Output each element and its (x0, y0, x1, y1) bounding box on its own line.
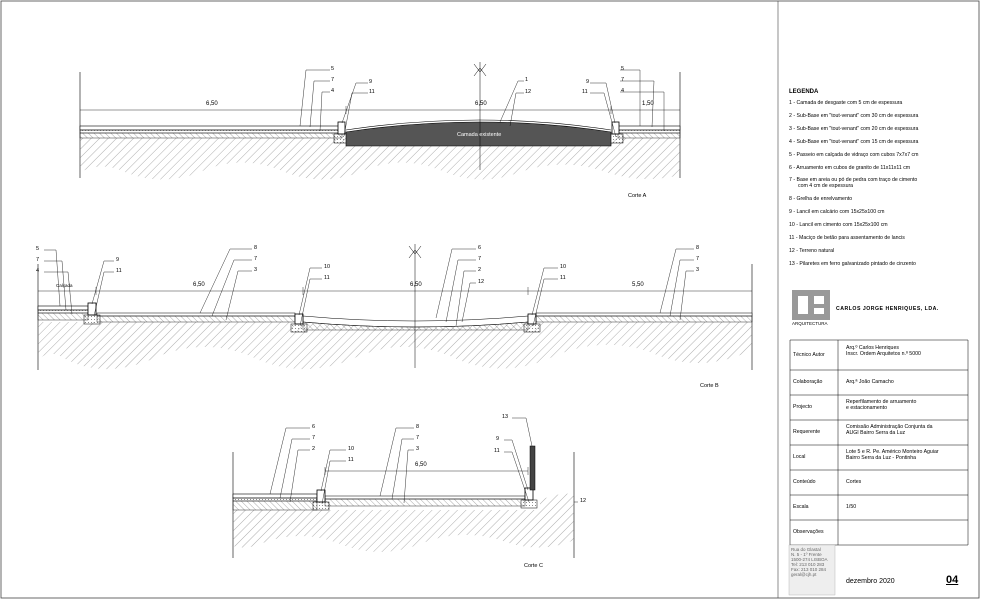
titleblock-grid (789, 339, 969, 546)
tb-label-conteudo: Conteúdo (793, 479, 816, 485)
callout-a-m3: 1 (525, 77, 529, 83)
callout-c-1: 6 (312, 424, 316, 430)
sheet-date: dezembro 2020 (846, 578, 895, 585)
callout-b-6: 8 (254, 245, 258, 251)
callout-b-17: 8 (696, 245, 700, 251)
section-b (37, 244, 753, 370)
legend-item: 13 - Pilaretes em ferro galvanizado pint… (789, 261, 916, 267)
callout-b-18: 7 (696, 256, 700, 262)
callout-b-15: 10 (560, 264, 567, 270)
legend-item: 7 - Base em areia ou pó de pedra com tra… (789, 177, 918, 183)
tb-label-local: Local (793, 454, 806, 460)
callout-a-m2: 11 (369, 89, 375, 95)
callout-b-3: 4 (36, 268, 40, 274)
dim-a-2: 6,50 (475, 101, 487, 107)
dim-a-3: 1,50 (642, 101, 654, 107)
callout-b-8: 3 (254, 267, 258, 273)
callout-a-l1: 5 (331, 66, 335, 72)
company-logo (792, 290, 830, 320)
callout-c-12: 12 (580, 498, 587, 504)
legend-item: 6 - Arruamento em cubos de granito de 11… (789, 165, 911, 171)
callout-c-2: 7 (312, 435, 316, 441)
callout-b-13: 2 (478, 267, 482, 273)
company-name: CARLOS JORGE HENRIQUES, LDA. (836, 306, 939, 312)
tb-label-observacoes: Observações (793, 529, 824, 535)
callout-c-3: 2 (312, 446, 316, 452)
callout-b-9: 10 (324, 264, 331, 270)
section-c (232, 417, 578, 558)
callout-c-10: 9 (496, 436, 500, 442)
logo-subtitle: ARQUITECTURA (792, 321, 828, 326)
legend-title: LEGENDA (789, 89, 819, 95)
caption-corte-a: Corte A (628, 193, 647, 199)
tb-value-requerente: Comissão Administração Conjunta da AUGI … (846, 424, 933, 436)
dim-a-1: 6,50 (206, 101, 218, 107)
callout-b-10: 11 (324, 275, 330, 281)
callout-c-8: 3 (416, 446, 420, 452)
callout-c-9: 13 (502, 414, 509, 420)
callout-c-5: 11 (348, 457, 354, 463)
callout-a-m1: 9 (369, 79, 373, 85)
dim-c-1: 6,50 (415, 462, 427, 468)
dim-b-3: 5,50 (632, 282, 644, 288)
callout-b-16: 11 (560, 275, 566, 281)
legend-item: 2 - Sub-Base em "tout-venant" com 30 cm … (789, 113, 919, 119)
legend-item: 9 - Lancil em calcário com 15x25x100 cm (789, 209, 885, 215)
callout-a-r1: 5 (621, 66, 625, 72)
callout-c-7: 7 (416, 435, 420, 441)
callout-b-11: 6 (478, 245, 482, 251)
callout-a-r2: 7 (621, 77, 625, 83)
tb-value-conteudo: Cortes (846, 479, 862, 485)
dim-b-2: 6,50 (410, 282, 422, 288)
tb-label-requerente: Requerente (793, 429, 821, 435)
callout-a-l2: 7 (331, 77, 335, 83)
tb-value-local: Lote 5 e R. Pe. Américo Monteiro Aguiar … (846, 449, 939, 461)
callout-a-m5: 9 (586, 79, 590, 85)
legend-item: 3 - Sub-Base em "tout-venant" com 20 cm … (789, 126, 919, 132)
callout-c-11: 11 (494, 448, 500, 454)
callout-b-19: 3 (696, 267, 700, 273)
legend-item: 12 - Terreno natural (789, 248, 835, 254)
callout-b-14: 12 (478, 279, 485, 285)
callout-c-4: 10 (348, 446, 355, 452)
caption-corte-b: Corte B (700, 383, 719, 389)
callout-a-l3: 4 (331, 88, 335, 94)
legend-item: 8 - Grelha de enrelvamento (789, 196, 853, 202)
caption-corte-c: Corte C (524, 563, 543, 569)
callout-b-4: 9 (116, 257, 120, 263)
note-existing-layer: Camada existente (457, 132, 502, 138)
section-a (79, 62, 681, 180)
callout-b-12: 7 (478, 256, 482, 262)
address-box (788, 544, 836, 596)
tb-label-colaboracao: Colaboração (793, 379, 823, 385)
legend-item: 11 - Maciço de betão para assentamento d… (789, 235, 905, 241)
callout-a-m4: 12 (525, 89, 532, 95)
tb-label-projecto: Projecto (793, 404, 813, 410)
legend-item: 1 - Camada de desgaste com 5 cm de espes… (789, 100, 903, 106)
dim-b-1: 6,50 (193, 282, 205, 288)
legend-item: 5 - Passeio em calçada de vidraço com cu… (789, 152, 919, 158)
legend-item: com 4 cm de espessura (798, 183, 854, 189)
legend-item: 10 - Lancil em cimento com 15x25x100 cm (789, 222, 888, 228)
tb-value-projecto: Reperfilamento de arruamento e estaciona… (846, 399, 917, 411)
callout-a-m6: 11 (582, 89, 588, 95)
tb-value-tecnico: Arq.º Carlos Henriques Inscr. Ordem Arqu… (846, 345, 921, 357)
address-text: Rua do Glastal N. 5 - 1º Frente 1500-274… (791, 547, 828, 577)
legend-item: 4 - Sub-Base em "tout-venant" com 15 cm … (789, 139, 919, 145)
tb-value-escala: 1/50 (846, 504, 857, 510)
callout-c-6: 8 (416, 424, 420, 430)
note-calcada: Calçada (56, 283, 73, 288)
tb-label-escala: Escala (793, 504, 809, 510)
tb-label-tecnico: Técnico Autor (793, 352, 825, 358)
callout-a-r3: 4 (621, 88, 625, 94)
sheet-number: 04 (946, 574, 959, 586)
callout-b-2: 7 (36, 257, 40, 263)
callout-b-7: 7 (254, 256, 258, 262)
callout-b-5: 11 (116, 268, 122, 274)
tb-value-colaboracao: Arq.ª João Camacho (846, 379, 894, 385)
callout-b-1: 5 (36, 246, 40, 252)
